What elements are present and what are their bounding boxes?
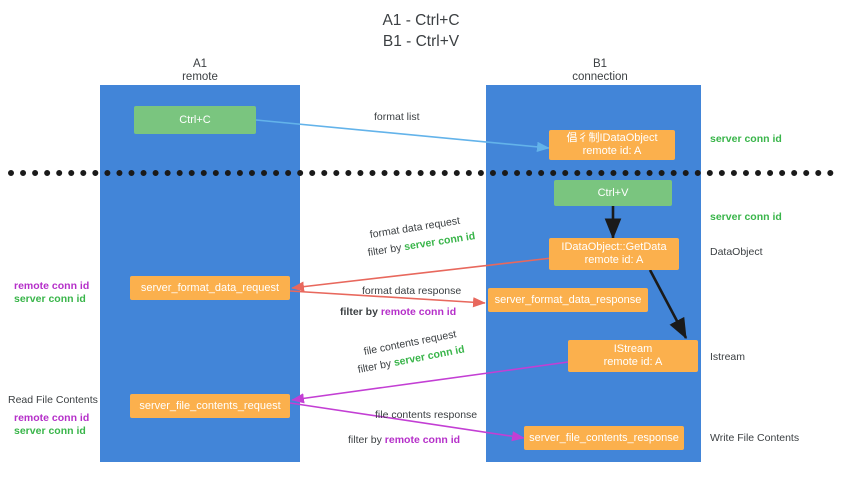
right-label-write-file-contents: Write File Contents: [710, 432, 800, 444]
node-idataobject-line1: 倡彳制IDataObject: [566, 132, 658, 144]
label-format-data-response: format data response: [362, 285, 462, 297]
lane-header-a1: A1 remote: [130, 58, 270, 84]
node-format-data-request-label: server_format_data_request: [140, 281, 280, 294]
right-label-server-conn-id-top: server conn id: [710, 133, 782, 145]
node-ctrl-c-label: Ctrl+C: [179, 113, 211, 126]
label-format-data-response-filter: filter by remote conn id: [340, 306, 456, 319]
label-file-contents-response-filter: filter by remote conn id: [348, 434, 460, 447]
node-istream-line1: IStream: [613, 343, 653, 355]
node-istream[interactable]: IStream remote id: A: [568, 340, 698, 372]
left-label-server-conn-id-1: server conn id: [14, 293, 86, 305]
lane-b1-subtitle: connection: [572, 71, 628, 83]
diagram-title: A1 - Ctrl+C B1 - Ctrl+V: [0, 10, 842, 52]
node-server-format-data-response[interactable]: server_format_data_response: [488, 288, 648, 312]
node-server-format-data-request[interactable]: server_format_data_request: [130, 276, 290, 300]
phase-divider: [8, 170, 834, 176]
node-istream-line2: remote id: A: [603, 356, 663, 368]
filter-value-remote-conn-id-2: remote conn id: [384, 434, 461, 446]
node-server-file-contents-response[interactable]: server_file_contents_response: [524, 426, 684, 450]
right-label-istream: Istream: [710, 351, 746, 363]
node-ctrl-v-label: Ctrl+V: [597, 186, 629, 199]
left-label-remote-conn-id-2: remote conn id: [14, 412, 90, 424]
filter-prefix-2: filter by: [340, 306, 381, 318]
node-idataobject-getdata[interactable]: IDataObject::GetData remote id: A: [549, 238, 679, 270]
node-server-file-contents-request[interactable]: server_file_contents_request: [130, 394, 290, 418]
node-format-data-response-label: server_format_data_response: [494, 293, 642, 306]
node-file-contents-response-label: server_file_contents_response: [529, 431, 679, 444]
title-line-2: B1 - Ctrl+V: [382, 33, 460, 50]
filter-prefix-4: filter by: [348, 434, 385, 446]
filter-prefix-1: filter by: [366, 241, 406, 259]
left-label-read-file-contents: Read File Contents: [8, 394, 98, 406]
lane-a1-title: A1: [192, 58, 208, 70]
node-idataobject[interactable]: 倡彳制IDataObject remote id: A: [549, 130, 675, 160]
right-label-dataobject: DataObject: [710, 246, 763, 258]
lane-header-b1: B1 connection: [530, 58, 670, 84]
node-ctrl-c[interactable]: Ctrl+C: [134, 106, 256, 134]
left-label-server-conn-id-2: server conn id: [14, 425, 86, 437]
node-getdata-line1: IDataObject::GetData: [561, 241, 667, 253]
lane-b1-title: B1: [592, 58, 608, 70]
label-file-contents-response: file contents response: [375, 409, 478, 421]
node-getdata-line2: remote id: A: [584, 254, 644, 266]
right-label-server-conn-id-mid: server conn id: [710, 211, 782, 223]
label-format-list: format list: [374, 111, 420, 123]
filter-value-remote-conn-id-1: remote conn id: [380, 306, 457, 318]
left-label-remote-conn-id-1: remote conn id: [14, 280, 90, 292]
node-ctrl-v[interactable]: Ctrl+V: [554, 180, 672, 206]
node-idataobject-line2: remote id: A: [582, 145, 642, 157]
node-file-contents-request-label: server_file_contents_request: [139, 399, 281, 412]
lane-a1-subtitle: remote: [182, 71, 218, 83]
title-line-1: A1 - Ctrl+C: [382, 12, 460, 29]
filter-prefix-3: filter by: [356, 357, 396, 376]
